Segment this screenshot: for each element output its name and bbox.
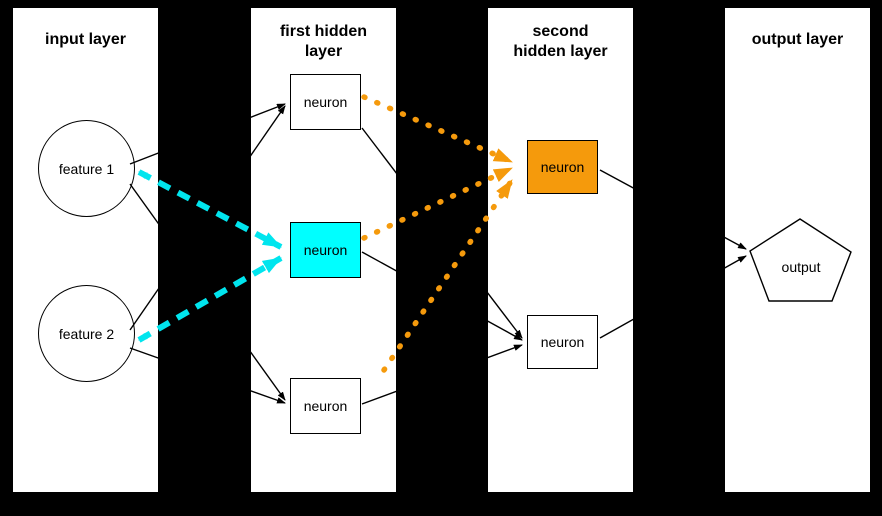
- node-feature-2[interactable]: feature 2: [38, 285, 135, 382]
- node-h1-neuron-3[interactable]: neuron: [290, 378, 361, 434]
- layer-panel-hidden-1: first hidden layer neuron neuron neuron: [251, 8, 396, 492]
- edge-h1n3-to-h2n1-highlight[interactable]: [381, 177, 515, 373]
- edge-group-highlight-cyan: [137, 169, 283, 343]
- edge-feature2-to-h1n2-highlight[interactable]: [137, 255, 283, 343]
- edge-group-highlight-orange: [361, 94, 515, 373]
- layer-title-hidden-2: second hidden layer: [513, 23, 608, 60]
- output-pentagon-icon: [749, 218, 852, 302]
- node-h1-neuron-2-label: neuron: [303, 242, 348, 258]
- node-h1-neuron-1-label: neuron: [303, 94, 348, 110]
- node-h2-neuron-2[interactable]: neuron: [527, 315, 598, 369]
- layer-panel-hidden-2: second hidden layer neuron neuron: [488, 8, 633, 492]
- edge-h1n1-to-h2n2: [361, 127, 523, 339]
- node-h1-neuron-3-label: neuron: [303, 398, 348, 414]
- edge-feature1-to-h1n2-highlight[interactable]: [137, 169, 283, 250]
- node-feature-2-label: feature 2: [58, 325, 115, 342]
- edge-h1n1-to-h2n1-highlight[interactable]: [361, 94, 515, 165]
- layer-panel-input: input layer feature 1 feature 2: [13, 8, 158, 492]
- node-h1-neuron-2[interactable]: neuron: [290, 222, 361, 278]
- node-h2-neuron-1[interactable]: neuron: [527, 140, 598, 194]
- node-feature-1[interactable]: feature 1: [38, 120, 135, 217]
- node-output-shape[interactable]: output: [749, 218, 852, 302]
- edge-group-hidden2-to-output: [599, 169, 747, 339]
- edge-h1n2-to-h2n1-highlight[interactable]: [361, 165, 515, 241]
- node-feature-1-label: feature 1: [58, 160, 115, 177]
- layer-title-output: output layer: [751, 31, 844, 48]
- node-h2-neuron-1-label: neuron: [540, 159, 585, 175]
- edge-feature2-to-h1n3: [129, 347, 286, 404]
- edge-h1n3-to-h2n2: [361, 344, 523, 405]
- edge-h1n2-to-h2n2: [361, 251, 523, 341]
- node-h2-neuron-2-label: neuron: [540, 334, 585, 350]
- node-h1-neuron-1[interactable]: neuron: [290, 74, 361, 130]
- edge-feature1-to-h1n1: [129, 103, 286, 165]
- edge-h2n2-to-output: [599, 255, 747, 339]
- edge-group-hidden1-to-hidden2: [361, 127, 523, 405]
- node-output-label: output: [782, 259, 821, 275]
- layer-title-input: input layer: [45, 31, 126, 48]
- edge-h2n1-to-output: [599, 169, 747, 250]
- layer-title-hidden-1: first hidden layer: [279, 23, 368, 60]
